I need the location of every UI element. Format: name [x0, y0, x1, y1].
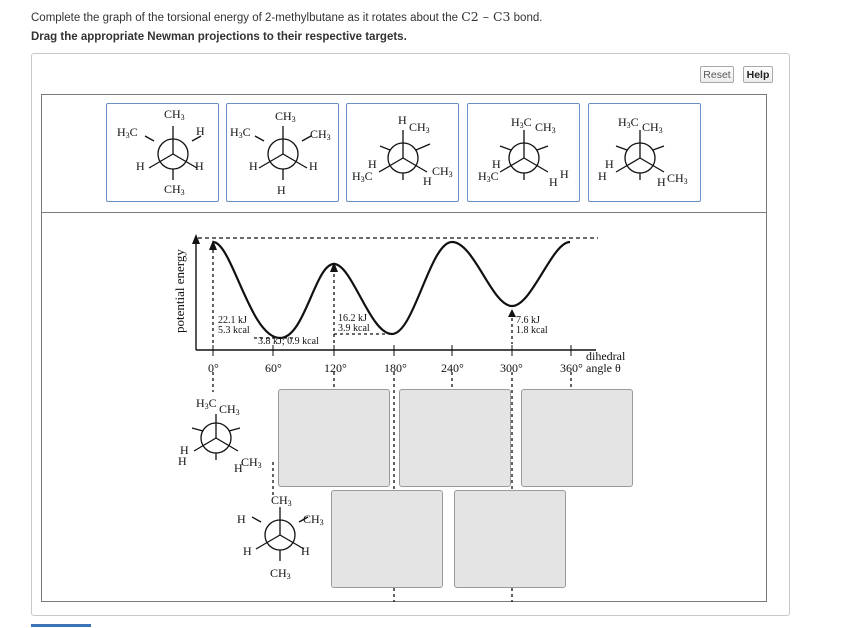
label-h3c: H3C	[117, 125, 138, 140]
label-h: H	[492, 157, 501, 171]
annotation-3-8kj: 3.8 kJ; 0.9 kcal	[258, 336, 319, 347]
label-ch3: CH3	[275, 109, 296, 124]
label-h: H	[249, 159, 258, 173]
help-button[interactable]: Help	[743, 66, 773, 83]
annotation-22kj: 22.1 kJ	[218, 315, 247, 326]
label-h: H	[196, 124, 205, 138]
x-axis-label-angle: angle θ	[586, 361, 621, 375]
annotation-5kcal: 5.3 kcal	[218, 325, 250, 336]
tick-label-120: 120°	[324, 361, 347, 375]
label-h3c: H3C	[196, 396, 217, 411]
annotation-3-9kcal: 3.9 kcal	[338, 323, 370, 334]
label-h: H	[243, 544, 252, 558]
label-h3c: H3C	[478, 169, 499, 184]
energy-curve	[212, 240, 571, 340]
question-text-end: bond.	[510, 12, 543, 24]
drop-target-240[interactable]	[399, 389, 511, 487]
label-ch3: CH3	[642, 120, 663, 135]
label-h: H	[598, 169, 607, 183]
label-h: H	[309, 159, 318, 173]
newman-card-1[interactable]	[106, 103, 219, 202]
label-h3c: H3C	[352, 169, 373, 184]
drop-target-180[interactable]	[331, 490, 443, 588]
label-ch3: CH3	[535, 120, 556, 135]
label-ch3: CH3	[164, 107, 185, 122]
label-h: H	[549, 175, 558, 189]
label-h: H	[136, 159, 145, 173]
label-h: H	[195, 159, 204, 173]
label-h: H	[301, 544, 310, 558]
drop-target-120[interactable]	[278, 389, 390, 487]
progress-accent	[31, 624, 91, 627]
tick-label-60: 60°	[265, 361, 282, 375]
label-ch3: CH3	[241, 455, 262, 470]
label-h: H	[423, 174, 432, 188]
x-axis-label: dihedral	[586, 349, 626, 363]
question-text-part: Complete the graph of the torsional ener…	[31, 12, 462, 24]
drop-target-300[interactable]	[454, 490, 566, 588]
label-h: H	[277, 183, 286, 197]
label-ch3: CH3	[270, 566, 291, 581]
label-h: H	[234, 461, 243, 475]
annotation-16kj: 16.2 kJ	[338, 313, 367, 324]
label-h: H	[368, 157, 377, 171]
annotation-7-6kj: 7.6 kJ	[516, 315, 540, 326]
label-ch3: CH3	[303, 512, 324, 527]
label-h: H	[560, 167, 569, 181]
label-h: H	[178, 454, 187, 468]
label-ch3: CH3	[409, 120, 430, 135]
newman-card-5[interactable]	[588, 103, 701, 202]
tick-label-240: 240°	[441, 361, 464, 375]
bond-label: C2 – C3	[461, 9, 511, 24]
label-h3c: H3C	[230, 125, 251, 140]
annotation-1-8kcal: 1.8 kcal	[516, 325, 548, 336]
label-ch3: CH3	[310, 127, 331, 142]
label-h: H	[237, 512, 246, 526]
palette-divider	[41, 212, 767, 213]
label-h: H	[180, 443, 189, 457]
label-ch3: CH3	[432, 164, 453, 179]
tick-label-0: 0°	[208, 361, 219, 375]
label-ch3: CH3	[164, 182, 185, 197]
tick-label-360: 360°	[560, 361, 583, 375]
question-text: Complete the graph of the torsional ener…	[31, 9, 542, 24]
tick-label-300: 300°	[500, 361, 523, 375]
instruction-text: Drag the appropriate Newman projections …	[31, 31, 407, 43]
reset-button[interactable]: Reset	[700, 66, 734, 83]
label-ch3: CH3	[271, 493, 292, 508]
label-h: H	[605, 157, 614, 171]
label-ch3: CH3	[667, 171, 688, 186]
label-h3c: H3C	[511, 115, 532, 130]
label-h: H	[398, 113, 407, 127]
label-h: H	[657, 175, 666, 189]
tick-label-180: 180°	[384, 361, 407, 375]
drop-target-360[interactable]	[521, 389, 633, 487]
label-ch3: CH3	[219, 402, 240, 417]
label-h3c: H3C	[618, 115, 639, 130]
